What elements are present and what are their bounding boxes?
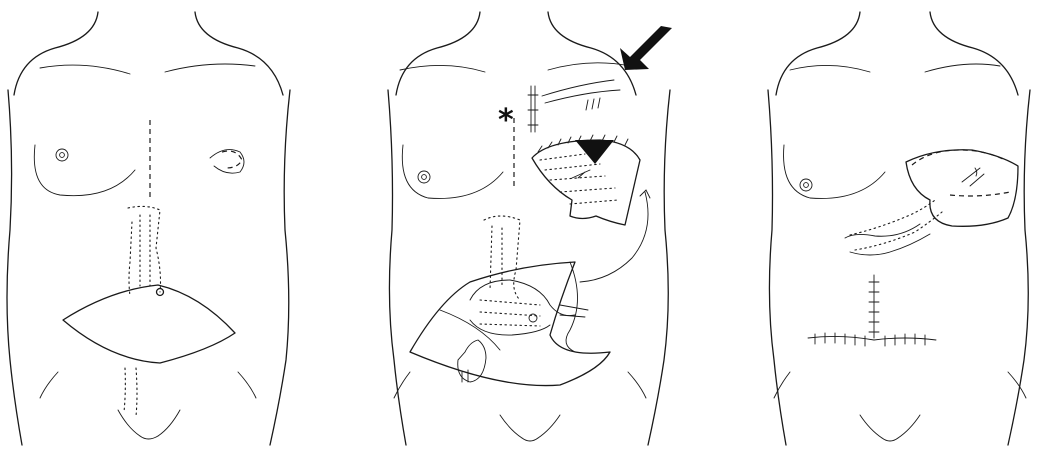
torso-outline	[388, 12, 670, 445]
clavicles	[790, 64, 1000, 72]
torso-outline	[768, 12, 1030, 445]
panel-right	[768, 12, 1030, 445]
breast	[784, 145, 885, 198]
clavicle-incision	[542, 80, 620, 110]
torso-outline	[7, 12, 290, 445]
sternum-incision	[528, 86, 538, 132]
breasts	[34, 145, 244, 196]
rotation-arc	[580, 192, 648, 282]
breast	[402, 145, 503, 198]
flap-lower-tube	[124, 368, 137, 416]
lower-abdomen	[774, 372, 1026, 441]
arrowhead-down	[575, 140, 614, 164]
rotation-arc-tip	[640, 190, 650, 198]
clavicles	[400, 63, 630, 72]
panel-middle: *	[388, 12, 672, 445]
lower-abdomen	[394, 372, 646, 441]
abdominal-sutures	[808, 275, 936, 346]
panel-left	[7, 12, 290, 445]
clavicles	[40, 64, 255, 74]
conduit	[128, 206, 161, 296]
asterisk-label: *	[498, 103, 514, 138]
arrow-upper	[620, 26, 672, 70]
flap-in-place	[906, 150, 1018, 227]
lower-abdomen	[40, 372, 256, 439]
conduit-crossing	[845, 200, 942, 255]
abdominal-flap	[63, 285, 235, 363]
abdomen-open	[410, 262, 610, 386]
